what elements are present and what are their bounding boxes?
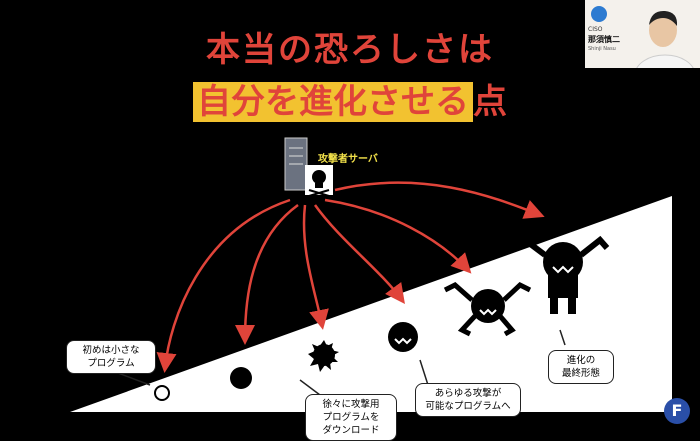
title-highlight: 自分を進化させる [193,82,473,122]
spiky-virus [308,340,339,372]
title-rest: 点 [473,82,507,122]
callout-final-form: 進化の 最終形態 [548,350,614,384]
presenter-name: 那須慎二 [588,35,620,44]
callout-small-program-text: 初めは小さな プログラム [82,345,140,369]
callout-download: 徐々に攻撃用 プログラムを ダウンロード [305,394,397,441]
server-icon [284,137,308,191]
skull-icon [305,165,333,197]
logo-text: CISO [588,26,603,33]
server-label: 攻撃者サーバ [318,154,378,165]
small-program [154,385,170,401]
callout-final-form-text: 進化の 最終形態 [561,355,600,379]
callout-attack-capable-text: あらゆる攻撃が 可能なプログラムへ [425,388,511,412]
ciso-logo-icon [591,6,607,22]
final-monster [515,235,610,314]
presenter-avatar [636,10,694,68]
growth-triangle [70,196,672,412]
callout-download-text: 徐々に攻撃用 プログラムを ダウンロード [322,399,380,436]
callout-small-program: 初めは小さな プログラム [66,340,156,374]
virus-with-mouth [388,322,418,352]
arrows [156,181,545,373]
f-badge-icon: F [664,398,690,424]
slide-title-line1: 本当の恐ろしさは [206,30,494,70]
presenter-subtitle: Shinji Nasu [588,46,616,52]
callout-attack-capable: あらゆる攻撃が 可能なプログラムへ [415,383,521,417]
slide-title-line2: 自分を進化させる点 [0,74,700,123]
black-blob [230,367,252,389]
presenter-video: CISO 那須慎二 Shinji Nasu [585,0,700,68]
monster-with-arms [443,281,532,337]
